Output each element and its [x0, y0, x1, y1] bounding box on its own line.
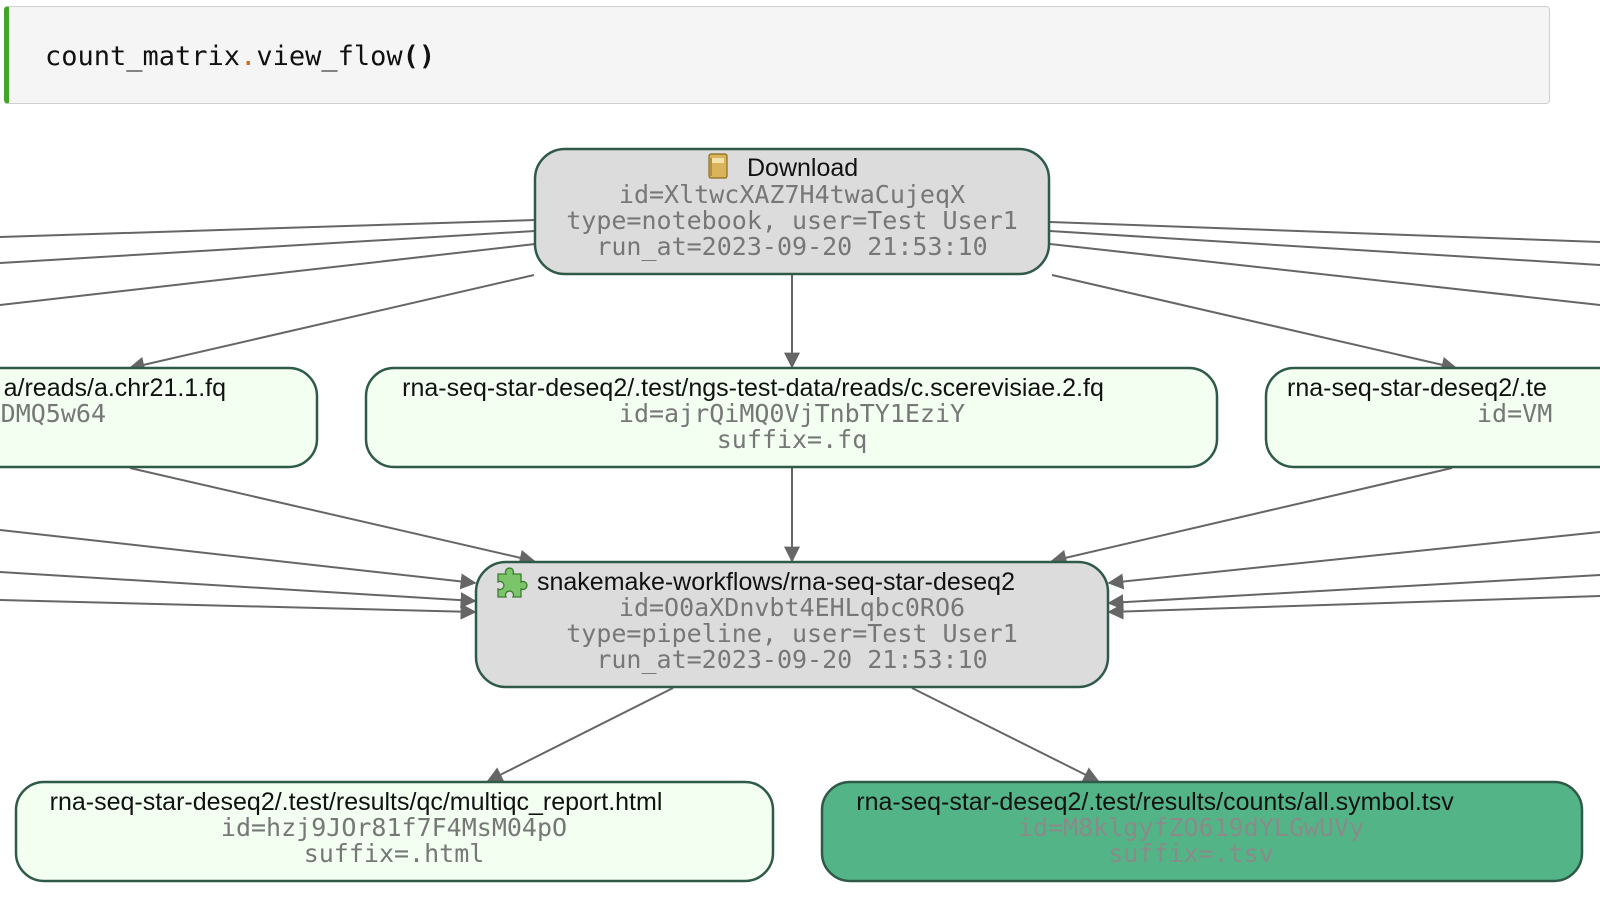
edge-download-offscreen-left-3	[0, 243, 536, 306]
node-center-reads-id: id=ajrQiMQ0VjTnbTY1EziY	[619, 399, 965, 428]
node-right-reads[interactable]: rna-seq-star-deseq2/.te id=VM	[1264, 366, 1600, 469]
node-counts-title: rna-seq-star-deseq2/.test/results/counts…	[856, 788, 1454, 816]
code-parens: ()	[402, 41, 436, 72]
node-multiqc-suffix: suffix=.html	[304, 839, 485, 868]
node-center-reads[interactable]: rna-seq-star-deseq2/.test/ngs-test-data/…	[364, 366, 1219, 469]
code-method: view_flow	[256, 41, 403, 72]
node-pipeline-box	[474, 560, 1110, 689]
edge-offscreen-left-to-pipeline-3	[0, 599, 477, 620]
edge-download-offscreen-left-1	[0, 219, 536, 238]
node-download[interactable]: Download id=XltwcXAZ7H4twaCujeqX type=no…	[533, 147, 1051, 276]
code-dot: .	[240, 41, 257, 72]
puzzle-icon	[497, 567, 528, 598]
node-right-reads-id: id=VM	[1477, 399, 1552, 428]
node-pipeline-run-at: run_at=2023-09-20 21:53:10	[596, 645, 987, 674]
edge-offscreen-left-to-pipeline-2	[0, 571, 477, 609]
node-left-reads-box	[0, 366, 319, 469]
node-right-reads-title: rna-seq-star-deseq2/.te	[1287, 374, 1547, 402]
node-download-run-at: run_at=2023-09-20 21:53:10	[596, 232, 987, 261]
edge-offscreen-right-to-pipeline-3	[1107, 595, 1600, 620]
code-object: count_matrix	[45, 41, 241, 72]
node-center-reads-suffix: suffix=.fq	[717, 425, 868, 454]
edge-left-reads-to-pipeline	[129, 467, 536, 566]
node-counts-box	[820, 780, 1584, 883]
node-left-reads-title: a/reads/a.chr21.1.fq	[4, 374, 226, 402]
notebook-icon	[708, 153, 728, 179]
node-left-reads[interactable]: a/reads/a.chr21.1.fq DMQ5w64	[0, 366, 319, 469]
edge-download-offscreen-right-1	[1049, 221, 1600, 243]
node-pipeline-type: type=pipeline, user=Test User1	[566, 619, 1018, 648]
edges	[0, 219, 1600, 782]
node-center-reads-title: rna-seq-star-deseq2/.test/ngs-test-data/…	[402, 374, 1104, 402]
node-center-reads-box	[364, 366, 1219, 469]
node-right-reads-box	[1264, 366, 1600, 469]
edge-download-offscreen-right-2	[1049, 230, 1600, 266]
node-counts-id: id=M8klgyfZO619dYLGwUVy	[1018, 813, 1364, 842]
node-multiqc-box	[14, 780, 775, 883]
edge-download-offscreen-right-3	[1049, 243, 1600, 306]
edge-download-to-left-reads	[128, 274, 535, 373]
node-pipeline-id: id=O0aXDnvbt4EHLqbc0RO6	[619, 593, 965, 622]
edge-offscreen-right-to-pipeline-1	[1107, 531, 1600, 590]
edge-offscreen-right-to-pipeline-2	[1107, 574, 1600, 611]
edge-download-offscreen-left-2	[0, 230, 536, 264]
node-download-box	[533, 147, 1051, 276]
edge-pipeline-to-counts	[911, 687, 1100, 782]
node-pipeline[interactable]: snakemake-workflows/rna-seq-star-deseq2 …	[474, 560, 1110, 689]
edge-download-to-right-reads	[1051, 274, 1458, 373]
node-multiqc-title: rna-seq-star-deseq2/.test/results/qc/mul…	[50, 788, 663, 816]
edge-pipeline-to-multiqc	[486, 687, 674, 782]
edge-right-reads-to-pipeline	[1050, 467, 1453, 566]
node-counts[interactable]: rna-seq-star-deseq2/.test/results/counts…	[820, 780, 1584, 883]
node-download-type: type=notebook, user=Test User1	[566, 206, 1018, 235]
node-multiqc-id: id=hzj9JOr81f7F4MsM04pO	[221, 813, 567, 842]
code-line[interactable]: count_matrix.view_flow()	[45, 41, 435, 72]
node-download-id: id=XltwcXAZ7H4twaCujeqX	[619, 180, 965, 209]
node-download-title: Download	[747, 154, 858, 182]
node-pipeline-title: snakemake-workflows/rna-seq-star-deseq2	[537, 568, 1015, 596]
node-left-reads-id: DMQ5w64	[1, 399, 106, 428]
node-counts-suffix: suffix=.tsv	[1108, 839, 1274, 868]
edge-offscreen-left-to-pipeline-1	[0, 529, 477, 590]
node-multiqc[interactable]: rna-seq-star-deseq2/.test/results/qc/mul…	[14, 780, 775, 883]
code-cell[interactable]: count_matrix.view_flow()	[4, 6, 1550, 104]
